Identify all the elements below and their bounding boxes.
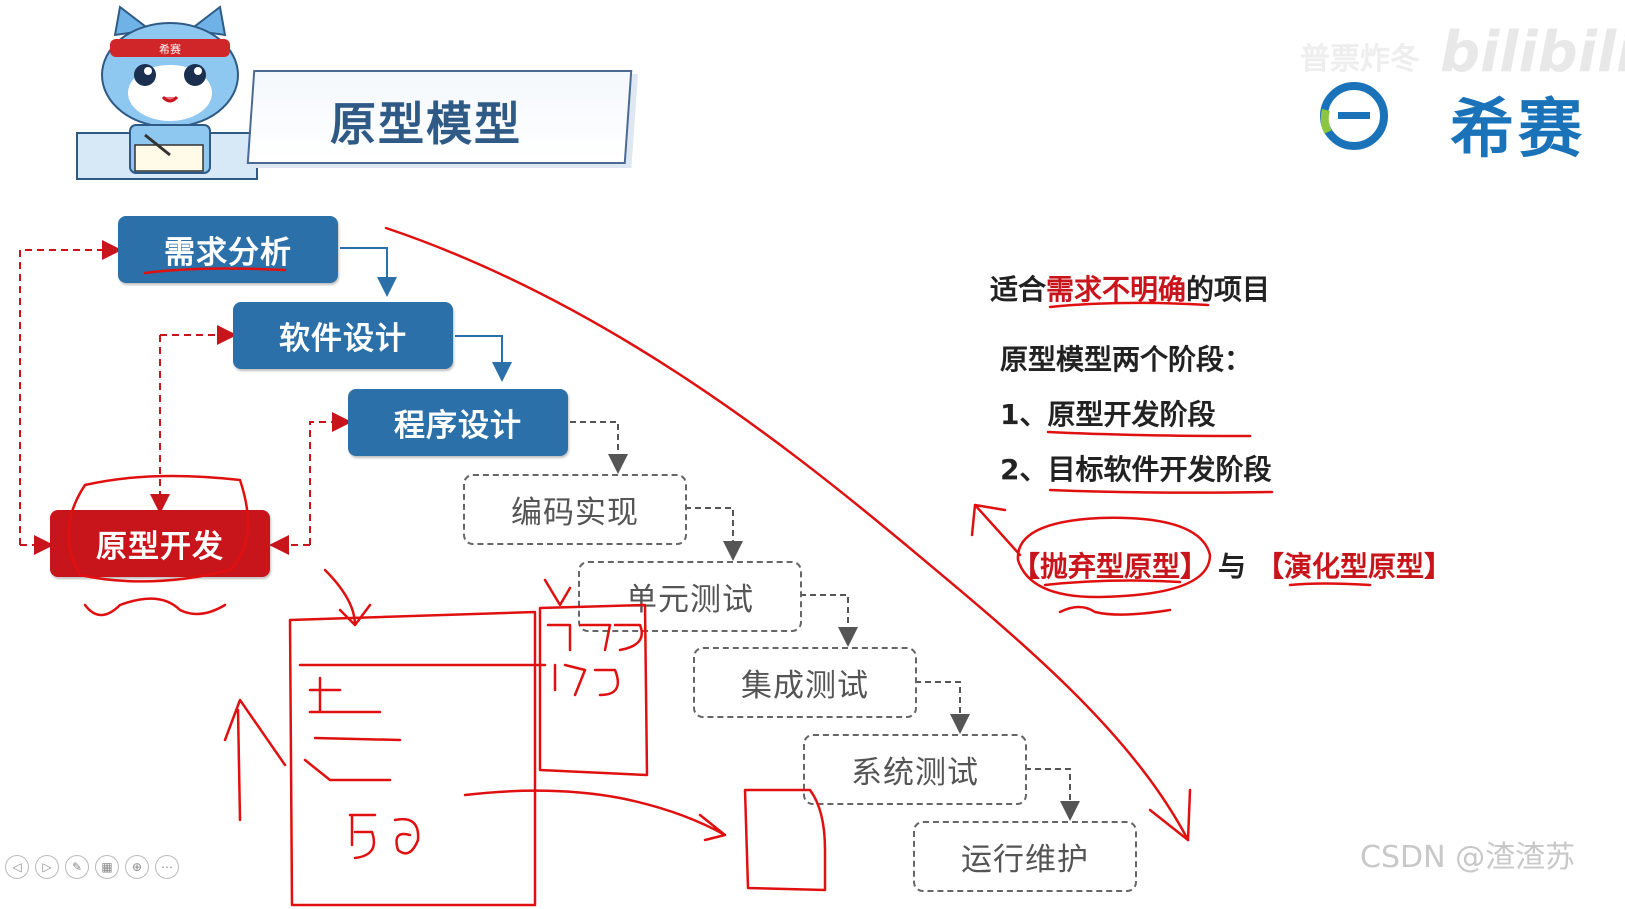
prev-icon[interactable]: ◁ [5, 855, 29, 879]
more-icon[interactable]: ⋯ [155, 855, 179, 879]
brand-logo [1318, 80, 1390, 152]
mascot: 希赛 [75, 5, 265, 180]
arrow-4-5 [685, 507, 743, 561]
arrow-3-4 [570, 421, 628, 474]
stage-maintenance: 运行维护 [913, 821, 1137, 892]
stage-software-design: 软件设计 [233, 302, 453, 369]
note-two-phases: 原型模型两个阶段： [1000, 343, 1253, 376]
arrow-2-3 [455, 335, 512, 382]
grid-icon[interactable]: ▦ [95, 855, 119, 879]
note-suitability: 适合需求不明确的项目 [990, 268, 1270, 308]
feedback-arrow-3 [309, 412, 352, 545]
page-title: 原型模型 [330, 97, 522, 151]
note-throwaway: 【抛弃型原型】 [1012, 550, 1209, 583]
stage-requirements: 需求分析 [118, 216, 338, 283]
stage-coding: 编码实现 [463, 474, 687, 545]
brand-logo-icon [1320, 82, 1388, 150]
note-phase-1: 1、原型开发阶段 [1000, 398, 1216, 431]
note-evolutionary: 【演化型原型】 [1256, 550, 1453, 583]
next-icon[interactable]: ▷ [35, 855, 59, 879]
stage-program-design: 程序设计 [348, 389, 568, 456]
pen-icon[interactable]: ✎ [65, 855, 89, 879]
note-line1-suffix: 的项目 [1186, 273, 1271, 306]
feedback-arrow-1 [19, 240, 122, 545]
stage-unit-test: 单元测试 [578, 561, 802, 632]
arrow-6-7 [915, 681, 970, 734]
note-line1-highlight: 需求不明确 [1046, 273, 1187, 306]
csdn-watermark: CSDN @渣渣苏 [1360, 840, 1576, 875]
stage-prototype: 原型开发 [50, 510, 270, 577]
brand-name: 希赛 [1450, 93, 1586, 167]
note-line1-prefix: 适合 [990, 273, 1047, 306]
zoom-icon[interactable]: ⊕ [125, 855, 149, 879]
mascot-headband-text: 希赛 [159, 42, 181, 56]
note-connector: 与 [1218, 550, 1247, 583]
arrow-1-2 [340, 247, 397, 297]
arrow-5-6 [800, 594, 858, 647]
note-prototype-types: 【抛弃型原型】与【演化型原型】 [1012, 545, 1452, 585]
mascot-cat-icon: 希赛 [76, 5, 258, 180]
stage-integration-test: 集成测试 [693, 647, 917, 718]
bilibili-watermark: bilibili [1440, 20, 1625, 85]
note-phase-2: 2、目标软件开发阶段 [1000, 453, 1272, 486]
arrow-7-8 [1025, 768, 1080, 821]
stage-system-test: 系统测试 [803, 734, 1027, 805]
uploader-watermark: 普票炸冬 [1300, 42, 1420, 77]
